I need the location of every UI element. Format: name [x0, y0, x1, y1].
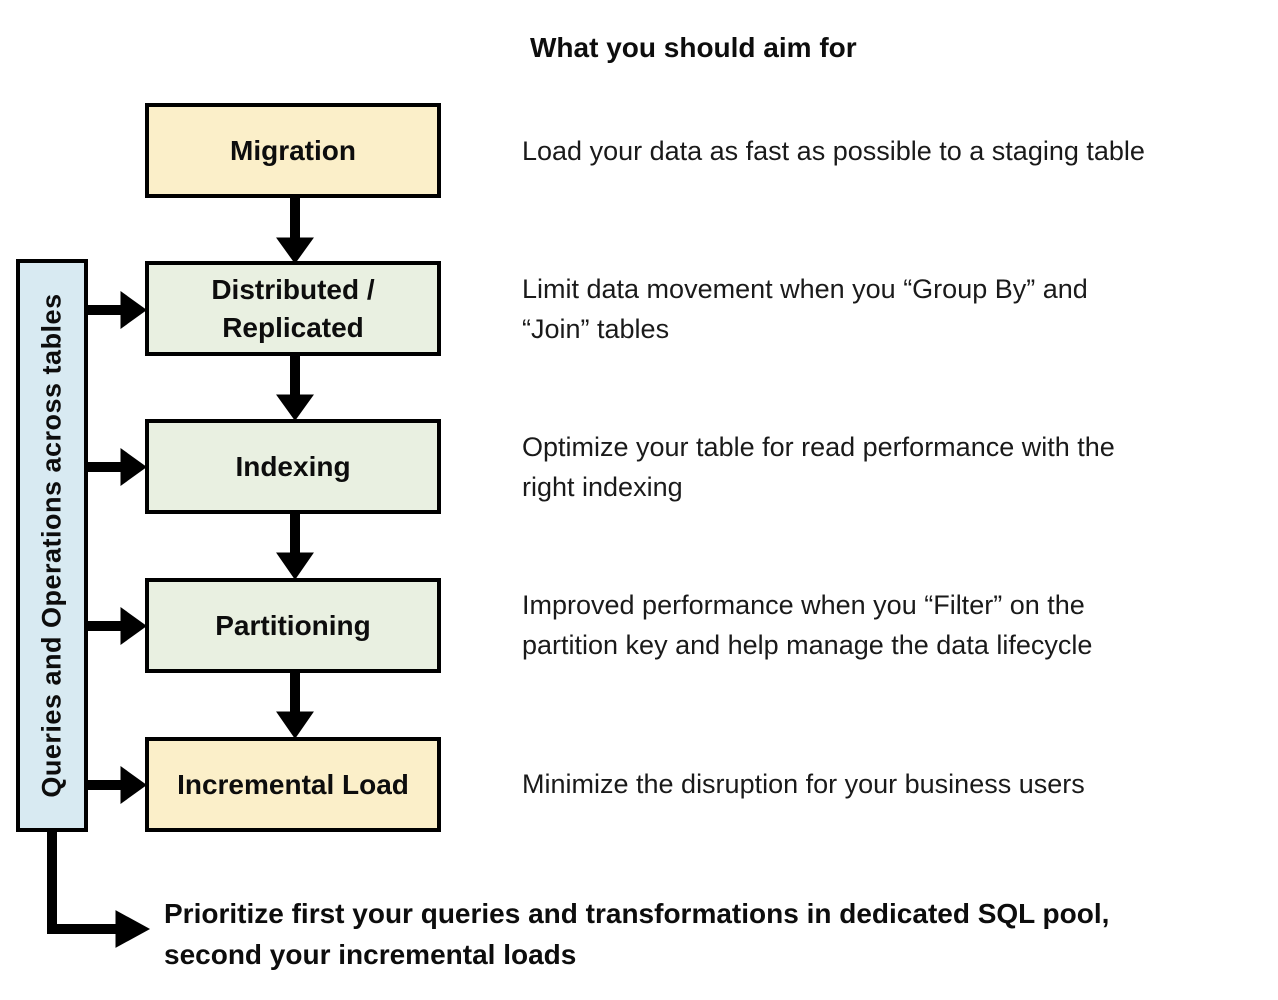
arrow-down-icon: [276, 196, 314, 264]
step-label: Distributed / Replicated: [211, 273, 375, 343]
step-description-incremental-load: Minimize the disruption for your busines…: [522, 769, 1085, 799]
footer-note: Prioritize first your queries and transf…: [164, 898, 1110, 970]
step-description-partitioning: Improved performance when you “Filter” o…: [522, 590, 1093, 660]
arrow-right-icon: [86, 766, 147, 804]
arrow-down-icon: [276, 354, 314, 421]
step-description-indexing: Optimize your table for read performance…: [522, 432, 1115, 502]
arrow-right-icon: [86, 607, 147, 645]
arrow-down-icon: [276, 671, 314, 739]
arrow-right-icon: [86, 448, 147, 486]
step-box-incremental-load: Incremental Load: [145, 737, 441, 832]
step-box-indexing: Indexing: [145, 419, 441, 514]
step-description-migration: Load your data as fast as possible to a …: [522, 136, 1145, 166]
step-box-migration: Migration: [145, 103, 441, 198]
elbow-arrow-icon: [47, 830, 151, 948]
step-label: Indexing: [235, 450, 351, 482]
step-box-distributed-replicated: Distributed / Replicated: [145, 261, 441, 356]
arrow-down-icon: [276, 512, 314, 580]
step-box-partitioning: Partitioning: [145, 578, 441, 673]
step-label: Migration: [230, 134, 356, 166]
diagram-title: What you should aim for: [530, 32, 857, 63]
step-label: Incremental Load: [177, 768, 409, 800]
step-label: Partitioning: [215, 609, 371, 641]
step-description-distributed-replicated: Limit data movement when you “Group By” …: [522, 274, 1088, 344]
sidebar-label: Queries and Operations across tables: [36, 293, 67, 798]
sidebar-queries-operations: Queries and Operations across tables: [16, 259, 88, 832]
arrow-right-icon: [86, 291, 147, 329]
